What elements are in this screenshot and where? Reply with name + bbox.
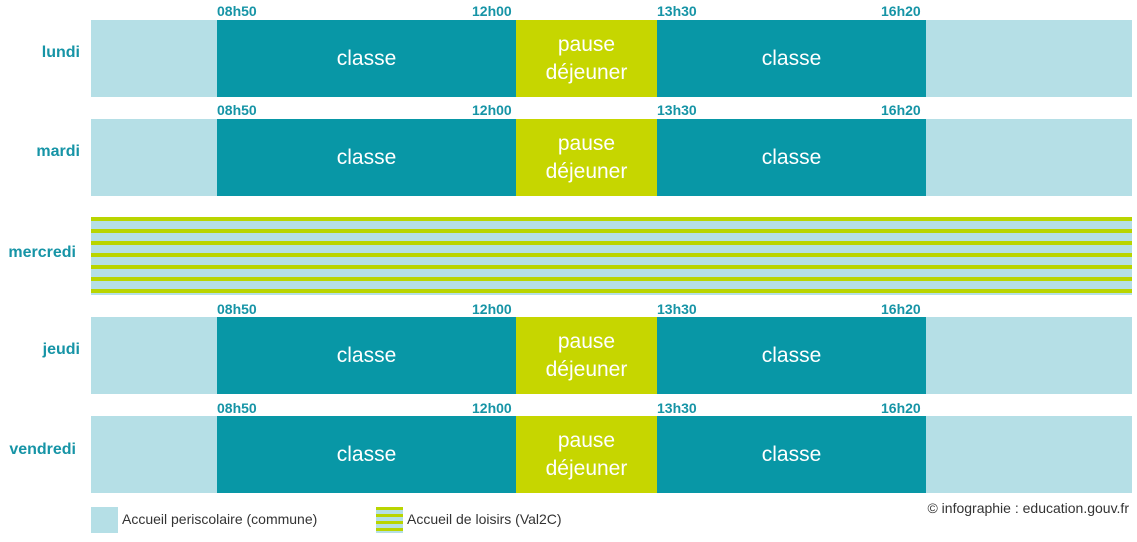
classe-afternoon-block: classe [657, 119, 926, 196]
time-label: 16h20 [881, 3, 921, 19]
classe-morning-block: classe [217, 317, 516, 394]
time-label: 13h30 [657, 3, 697, 19]
day-label-mardi: mardi [36, 143, 80, 160]
day-label-mercredi: mercredi [8, 244, 76, 261]
time-label: 08h50 [217, 301, 257, 317]
time-label: 13h30 [657, 301, 697, 317]
classe-afternoon-block: classe [657, 416, 926, 493]
time-label: 12h00 [472, 400, 512, 416]
time-label: 12h00 [472, 102, 512, 118]
legend-swatch-periscolaire [91, 507, 118, 533]
legend-label-loisirs: Accueil de loisirs (Val2C) [407, 511, 562, 527]
classe-afternoon-block: classe [657, 20, 926, 97]
time-label: 08h50 [217, 400, 257, 416]
schedule-row-mercredi-loisirs [91, 217, 1132, 295]
classe-morning-block: classe [217, 416, 516, 493]
time-label: 08h50 [217, 102, 257, 118]
time-label: 08h50 [217, 3, 257, 19]
time-label: 16h20 [881, 102, 921, 118]
credit-text: © infographie : education.gouv.fr [927, 500, 1129, 516]
legend-label-periscolaire: Accueil periscolaire (commune) [122, 511, 318, 527]
classe-morning-block: classe [217, 119, 516, 196]
day-label-lundi: lundi [41, 44, 80, 61]
day-label-vendredi: vendredi [9, 441, 76, 458]
time-label: 13h30 [657, 102, 697, 118]
classe-morning-block: classe [217, 20, 516, 97]
time-label: 12h00 [472, 3, 512, 19]
time-label: 16h20 [881, 400, 921, 416]
day-label-jeudi: jeudi [42, 341, 80, 358]
classe-afternoon-block: classe [657, 317, 926, 394]
time-label: 12h00 [472, 301, 512, 317]
legend-swatch-loisirs [376, 507, 403, 533]
time-label: 16h20 [881, 301, 921, 317]
time-label: 13h30 [657, 400, 697, 416]
